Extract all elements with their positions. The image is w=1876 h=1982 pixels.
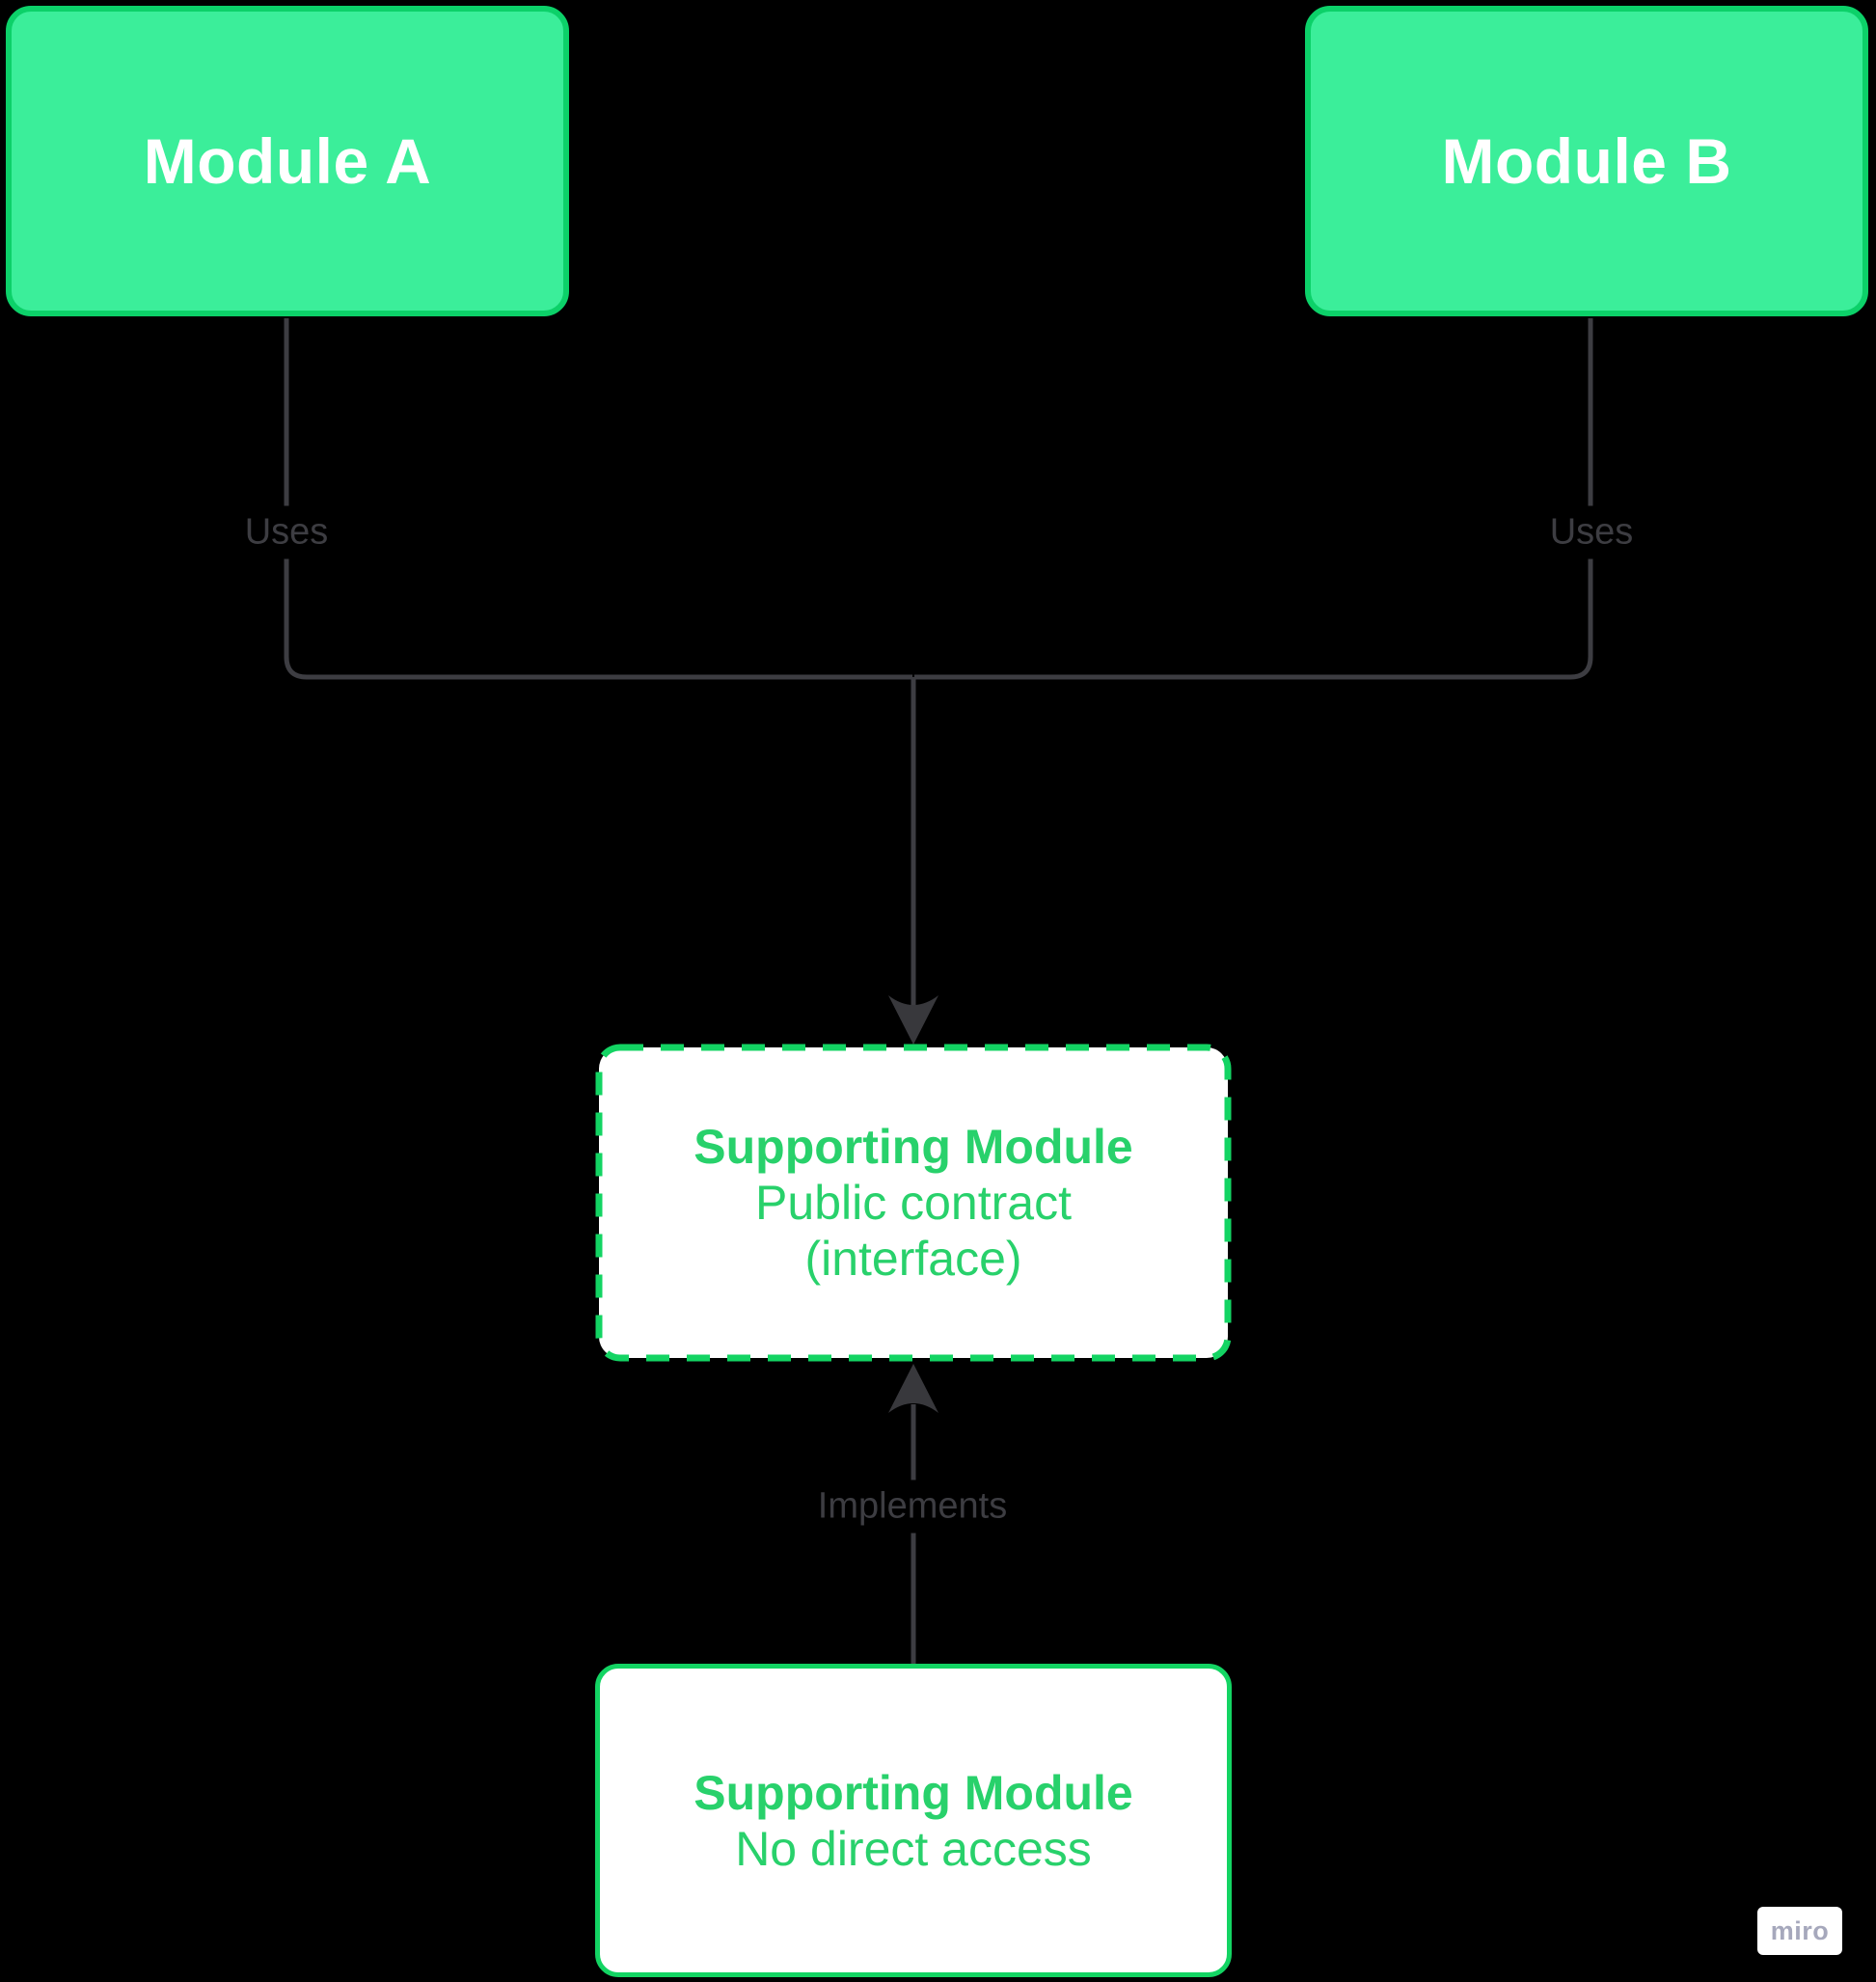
edge-label-uses-right[interactable]: Uses: [1537, 505, 1645, 559]
node-supporting-impl-line1: No direct access: [735, 1821, 1092, 1876]
node-supporting-interface-line1: Public contract: [755, 1176, 1072, 1230]
node-supporting-module-interface[interactable]: Supporting Module Public contract (inter…: [595, 1044, 1232, 1362]
connector-module-b-uses[interactable]: [914, 318, 1593, 680]
connector-module-a-uses[interactable]: [284, 318, 912, 680]
node-module-a-label: Module A: [143, 125, 432, 197]
node-module-b-label: Module B: [1441, 125, 1732, 197]
miro-watermark-label: miro: [1770, 1915, 1830, 1945]
node-module-a[interactable]: Module A: [6, 6, 569, 316]
node-module-b[interactable]: Module B: [1305, 6, 1868, 316]
dashed-border: [595, 1044, 1232, 1362]
arrowhead-down-icon: [888, 995, 938, 1045]
arrowhead-up-icon: [888, 1364, 938, 1413]
edge-label-implements[interactable]: Implements: [805, 1480, 1020, 1534]
node-supporting-module-impl[interactable]: Supporting Module No direct access: [595, 1664, 1232, 1977]
node-supporting-interface-line2: (interface): [804, 1232, 1022, 1286]
node-supporting-interface-title: Supporting Module: [693, 1120, 1133, 1174]
miro-watermark[interactable]: miro: [1757, 1907, 1842, 1955]
edge-label-uses-left[interactable]: Uses: [232, 505, 340, 559]
node-supporting-impl-title: Supporting Module: [693, 1765, 1133, 1820]
